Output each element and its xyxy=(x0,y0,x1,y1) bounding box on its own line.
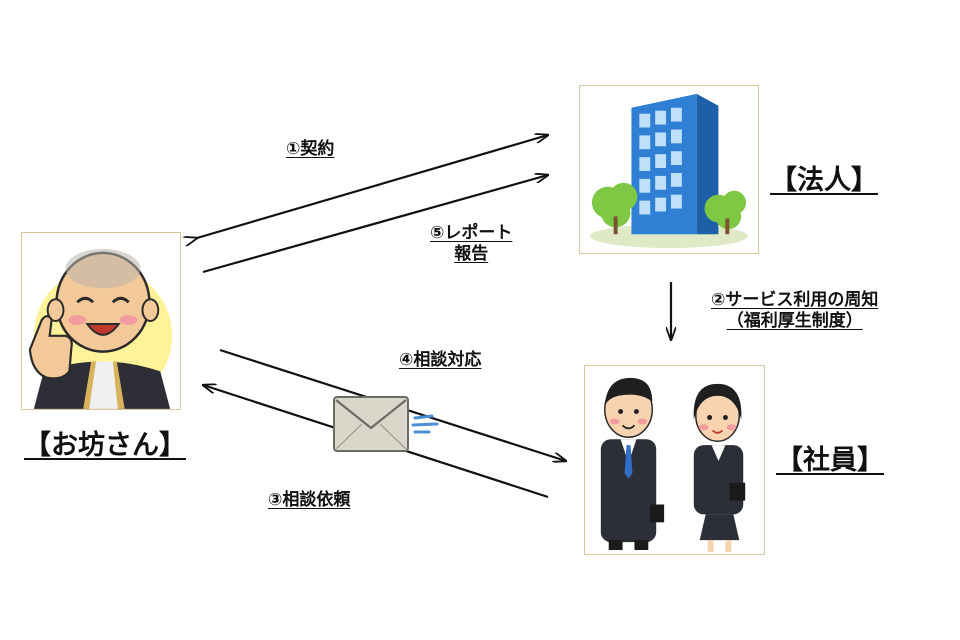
report-arrow xyxy=(202,175,548,274)
step-notice-line2: （福利厚生制度） xyxy=(726,311,863,332)
contract-arrow xyxy=(197,135,548,238)
step-request-label: ③相談依頼 xyxy=(268,490,351,510)
monk-illustration xyxy=(28,248,173,409)
step-report-label: ⑤レポート 報告 xyxy=(430,223,512,266)
step-notice-label: ②サービス利用の周知 （福利厚生制度） xyxy=(711,290,878,333)
corporation-label: 【法人】 xyxy=(770,165,878,196)
business-people-illustration xyxy=(600,377,746,552)
monk-label: 【お坊さん】 xyxy=(24,430,186,461)
step-contract-label: ①契約 xyxy=(286,139,335,159)
step-notice-line1: ②サービス利用の周知 xyxy=(711,290,879,310)
step-response-label: ④相談対応 xyxy=(399,350,482,370)
corporation-card xyxy=(579,85,759,254)
office-building-illustration xyxy=(589,93,749,249)
step-report-line2: 報告 xyxy=(454,244,489,265)
monk-card xyxy=(21,232,181,410)
envelope-icon xyxy=(333,396,439,452)
step-report-line1: ⑤レポート xyxy=(430,223,513,243)
employees-card xyxy=(584,365,765,555)
employees-label: 【社員】 xyxy=(776,445,884,476)
